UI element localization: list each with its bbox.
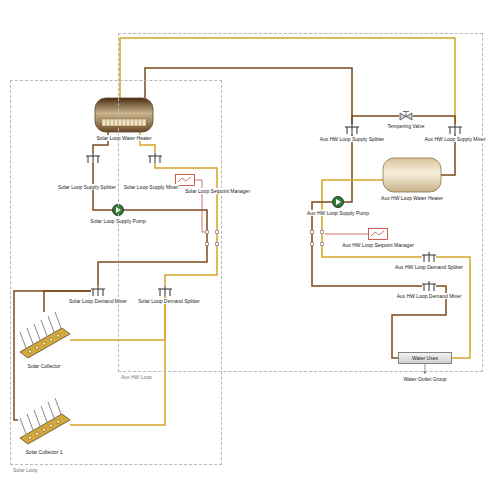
component-label: Solar Collector <box>27 363 62 369</box>
component-label: Aux HW Loop Water Heater <box>380 195 444 201</box>
solar-collector: Solar Collector 1 <box>18 398 70 446</box>
component-label: Tempering Valve <box>387 123 426 129</box>
component-label: Solar Loop Supply Mixer <box>123 184 179 190</box>
setpoint-link <box>325 234 368 235</box>
component-label: Solar Loop Water Heater <box>95 135 152 141</box>
mixer: Solar Loop Supply Mixer <box>148 153 162 163</box>
splitter-symbol <box>422 252 436 262</box>
mixer: Aux HW Loop Supply Mixer <box>448 124 462 134</box>
setpoint-manager-symbol <box>369 229 388 240</box>
pump: Aux HW Loop Supply Pump <box>332 196 344 208</box>
component-label: Solar Loop Demand Mixer <box>68 298 128 304</box>
component-label: Solar Loop Supply Pump <box>89 218 146 224</box>
pipe-connector <box>120 38 455 124</box>
pipe-connector <box>14 291 91 420</box>
water-heater-tank <box>95 98 153 132</box>
component-label: Aux HW Loop Setpoint Manager <box>341 242 415 248</box>
heater-coil-lines <box>106 119 142 126</box>
pump-arrow <box>336 199 341 205</box>
component-label: Solar Loop Setpoint Manager <box>184 188 251 194</box>
sun-rays <box>20 312 61 348</box>
loop-region: Solar LoopSolar Loop Water HeaterSolar L… <box>10 80 222 465</box>
valve-stem <box>403 112 409 117</box>
splitter: Aux HW Loop Demand Splitter <box>422 252 436 262</box>
collector-cells <box>28 420 59 439</box>
pipe-connector <box>145 68 352 124</box>
component-label: Aux HW Loop Demand Splitter <box>394 264 464 270</box>
mixer-symbol <box>422 281 436 291</box>
splitter-symbol <box>86 153 100 163</box>
component-label: Aux HW Loop Supply Mixer <box>423 136 486 142</box>
splitter-symbol <box>158 286 172 296</box>
component-label: Aux HW Loop Demand Mixer <box>396 293 463 299</box>
collector-panel <box>20 328 70 358</box>
mixer-symbol <box>91 286 105 296</box>
component-label: Solar Collector 1 <box>25 449 64 455</box>
mixer: Aux HW Loop Demand Mixer <box>422 281 436 291</box>
component-label: Water Uses <box>411 355 439 361</box>
splitter: Solar Loop Supply Splitter <box>86 153 100 163</box>
outlet-leader <box>425 364 426 371</box>
splitter-symbol <box>345 124 359 134</box>
mixer-symbol <box>148 153 162 163</box>
region-label: Solar Loop <box>12 467 38 473</box>
pump-symbol <box>333 197 344 208</box>
pipe-connector <box>344 134 352 202</box>
mixer: Solar Loop Demand Mixer <box>91 286 105 296</box>
setpoint-manager-mark <box>178 177 191 182</box>
collector-cells <box>28 334 59 353</box>
component-label: Solar Loop Demand Splitter <box>137 298 200 304</box>
region-label: Aux HW Loop <box>120 374 153 380</box>
node-dots <box>206 231 324 246</box>
water-heater: Aux HW Loop Water Heater <box>383 158 441 192</box>
collector-panel <box>20 414 70 444</box>
tempering-valve: Tempering Valve <box>399 111 413 121</box>
sun-rays <box>20 398 61 434</box>
heater-coil <box>102 119 146 126</box>
water-use-box <box>399 353 452 364</box>
component-label: Aux HW Loop Supply Splitter <box>319 136 385 142</box>
splitter: Solar Loop Demand Splitter <box>158 286 172 296</box>
component-label: Aux HW Loop Supply Pump <box>306 210 370 216</box>
free-label: Water Outlet Group <box>402 376 447 382</box>
water-heater-tank <box>383 158 441 192</box>
setpoint-manager-mark <box>371 231 384 236</box>
water-use-box: Water Uses <box>398 352 452 364</box>
loop-region: Aux HW LoopAux HW Loop Supply SplitterTe… <box>118 33 483 372</box>
mixer-symbol <box>448 124 462 134</box>
splitter: Aux HW Loop Supply Splitter <box>345 124 359 134</box>
setpoint-manager: Aux HW Loop Setpoint Manager <box>368 228 388 240</box>
water-heater: Solar Loop Water Heater <box>95 98 153 132</box>
component-label: Solar Loop Supply Splitter <box>57 184 117 190</box>
pipe-connector <box>436 257 470 358</box>
solar-collector: Solar Collector <box>18 312 70 360</box>
